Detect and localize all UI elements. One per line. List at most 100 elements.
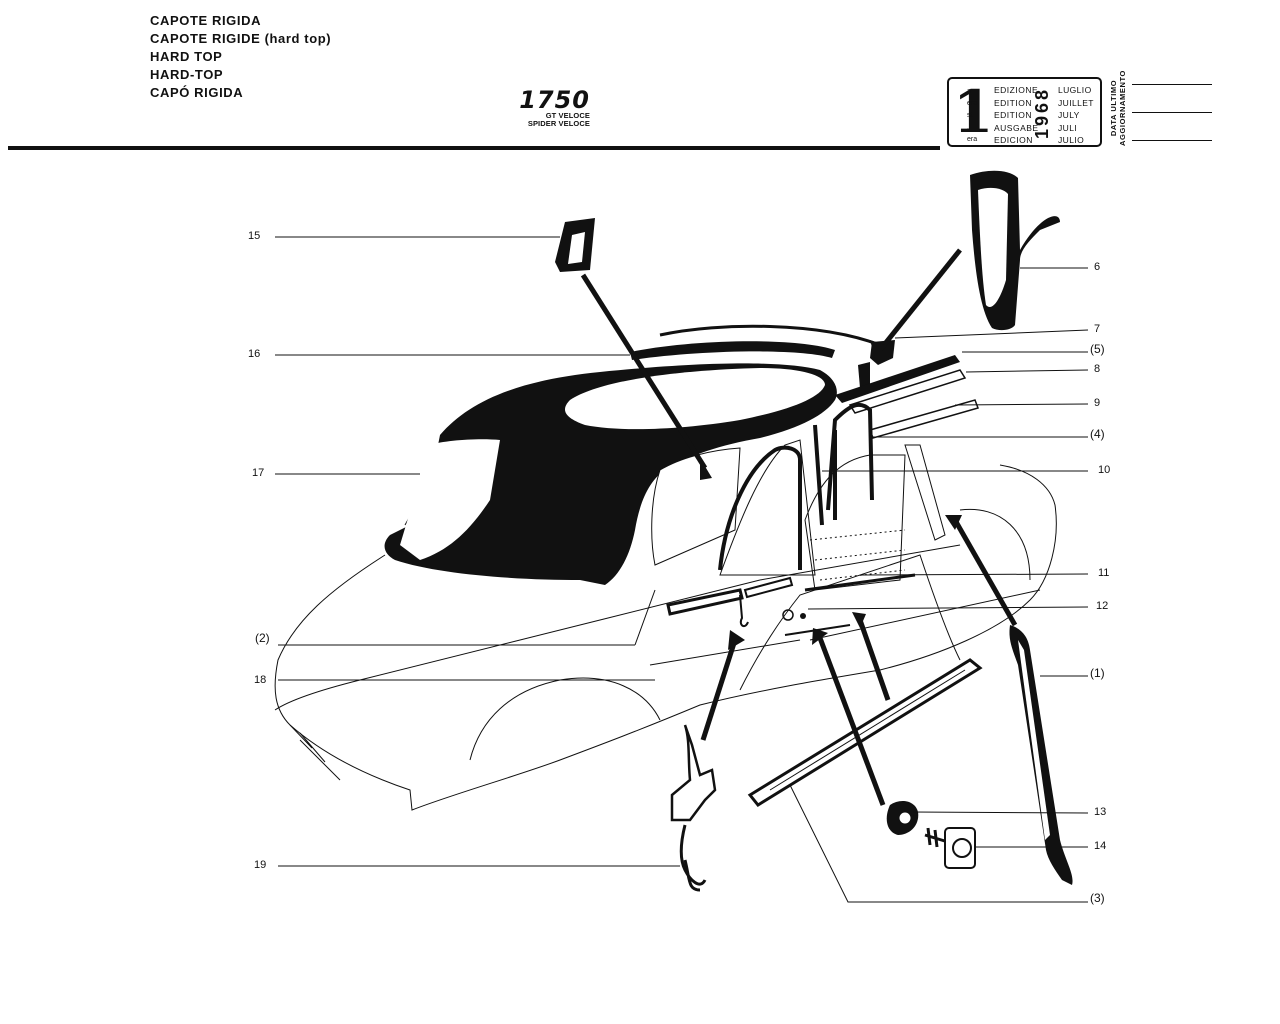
car-wheel-arch-rear [959,508,1031,581]
header-rule [8,146,940,150]
callout-2: (2) [255,631,270,645]
car-hood-line [299,739,341,781]
callout-18: 18 [254,674,267,686]
edition-number: 1 [953,78,994,146]
model-variant-spider: SPIDER VELOCE [527,119,590,128]
part-3-molding-inner [769,669,966,791]
callout-5: (5) [1090,342,1105,356]
car-body-line [274,579,761,711]
callout-line [634,589,656,646]
part-19-latch [670,724,717,822]
arrowhead [852,612,866,628]
edition-suffix: ere [967,100,978,107]
edition-months: LUGLIO JUILLET JULY JULI JULIO [1058,84,1094,147]
edition-box: 1 a ere st . era EDIZIONE EDITION EDITIO… [947,77,1102,147]
edition-suffix: . [967,124,969,131]
callout-line [789,784,1088,903]
part-10-seal [813,424,837,526]
callout-19: 19 [254,859,267,871]
callout-3: (3) [1090,891,1105,905]
leader-arrow [952,518,1018,627]
update-date-line [1132,112,1212,113]
car-body-outline [274,464,1057,811]
side-line-2 [649,639,801,666]
part-7-clip-small [858,362,870,388]
title-english: HARD TOP [150,49,223,64]
edition-word: EDIZIONE [994,85,1039,95]
part-12-molding [804,573,916,592]
door-window-frame [719,439,816,576]
part-19-cable [679,824,707,892]
callout-17: 17 [252,467,265,479]
model-number: 1750 [519,86,590,114]
title-german: HARD-TOP [150,67,224,82]
part-11-glass [809,529,906,581]
arrowhead [700,458,712,480]
leader-arrow [700,639,738,741]
callout-9: 9 [1094,397,1101,409]
callout-14: 14 [1094,840,1107,852]
part-18-strip [666,588,744,616]
part-14-cap [952,838,972,858]
car-wheel-arch-front [469,677,661,761]
door-window-seal [718,445,802,571]
edition-month: JULIO [1058,135,1085,145]
leader-arrow [878,248,962,352]
latch-hook [739,594,749,628]
part-6-highlight [978,187,1008,308]
edition-words: EDIZIONE EDITION EDITION AUSGABE EDICION [994,84,1039,147]
edition-month: LUGLIO [1058,85,1092,95]
callout-16: 16 [248,348,261,360]
edition-month: JULI [1058,122,1078,133]
leader-arrow [580,273,708,470]
part-5-seal [835,355,960,403]
callout-6: 6 [1094,261,1101,273]
callout-11: 11 [1098,567,1110,579]
callout-1: (1) [1090,666,1105,680]
part-15-highlight [568,232,585,264]
edition-word: AUSGABE [994,122,1039,133]
update-date-line [1132,140,1212,141]
update-date-line [1132,84,1212,85]
part-16-seal [630,341,835,360]
arrowhead [945,515,962,530]
side-line [809,589,1041,641]
part-12-button [782,609,794,621]
car-grille [289,724,326,763]
arrowhead [728,630,745,650]
part-18-strip-2 [743,576,794,599]
hardtop-rear-window [400,439,500,560]
callout-line [911,811,1089,814]
edition-suffix: st [967,112,973,119]
hardtop-side-window-opening [651,447,741,566]
model-variant-gt: GT VELOCE [545,111,590,120]
part-9-strip [869,399,979,439]
part-12-bolt [800,613,806,619]
edition-word: EDITION [994,110,1032,120]
edition-suffixes: a ere st . era [967,86,977,146]
rear-quarter-seal [904,444,946,541]
part-8-strip [848,369,967,414]
callout-line [859,573,1089,576]
part-4-seal [826,402,874,511]
callout-8: 8 [1094,363,1101,375]
edition-month: JUILLET [1058,97,1094,108]
part-13-hole [898,811,912,825]
door-quarter-glass [804,454,906,591]
title-spanish: CAPÓ RIGIDA [150,85,244,100]
callout-4: (4) [1090,427,1105,441]
hardtop-roof-highlight [565,368,825,430]
title-italian: CAPOTE RIGIDA [150,13,262,28]
callout-7: 7 [1094,323,1101,335]
edition-word: EDICION [994,135,1033,145]
callout-15: 15 [248,230,261,242]
edition-month: JULY [1058,110,1080,120]
edition-word: EDITION [994,97,1032,108]
edition-suffix: a [967,88,971,95]
edition-suffix: era [967,136,978,143]
part-7-top-seal [659,324,881,347]
callout-line [954,403,1089,406]
part-1-strip [1009,625,1073,885]
door-sill [759,544,961,581]
